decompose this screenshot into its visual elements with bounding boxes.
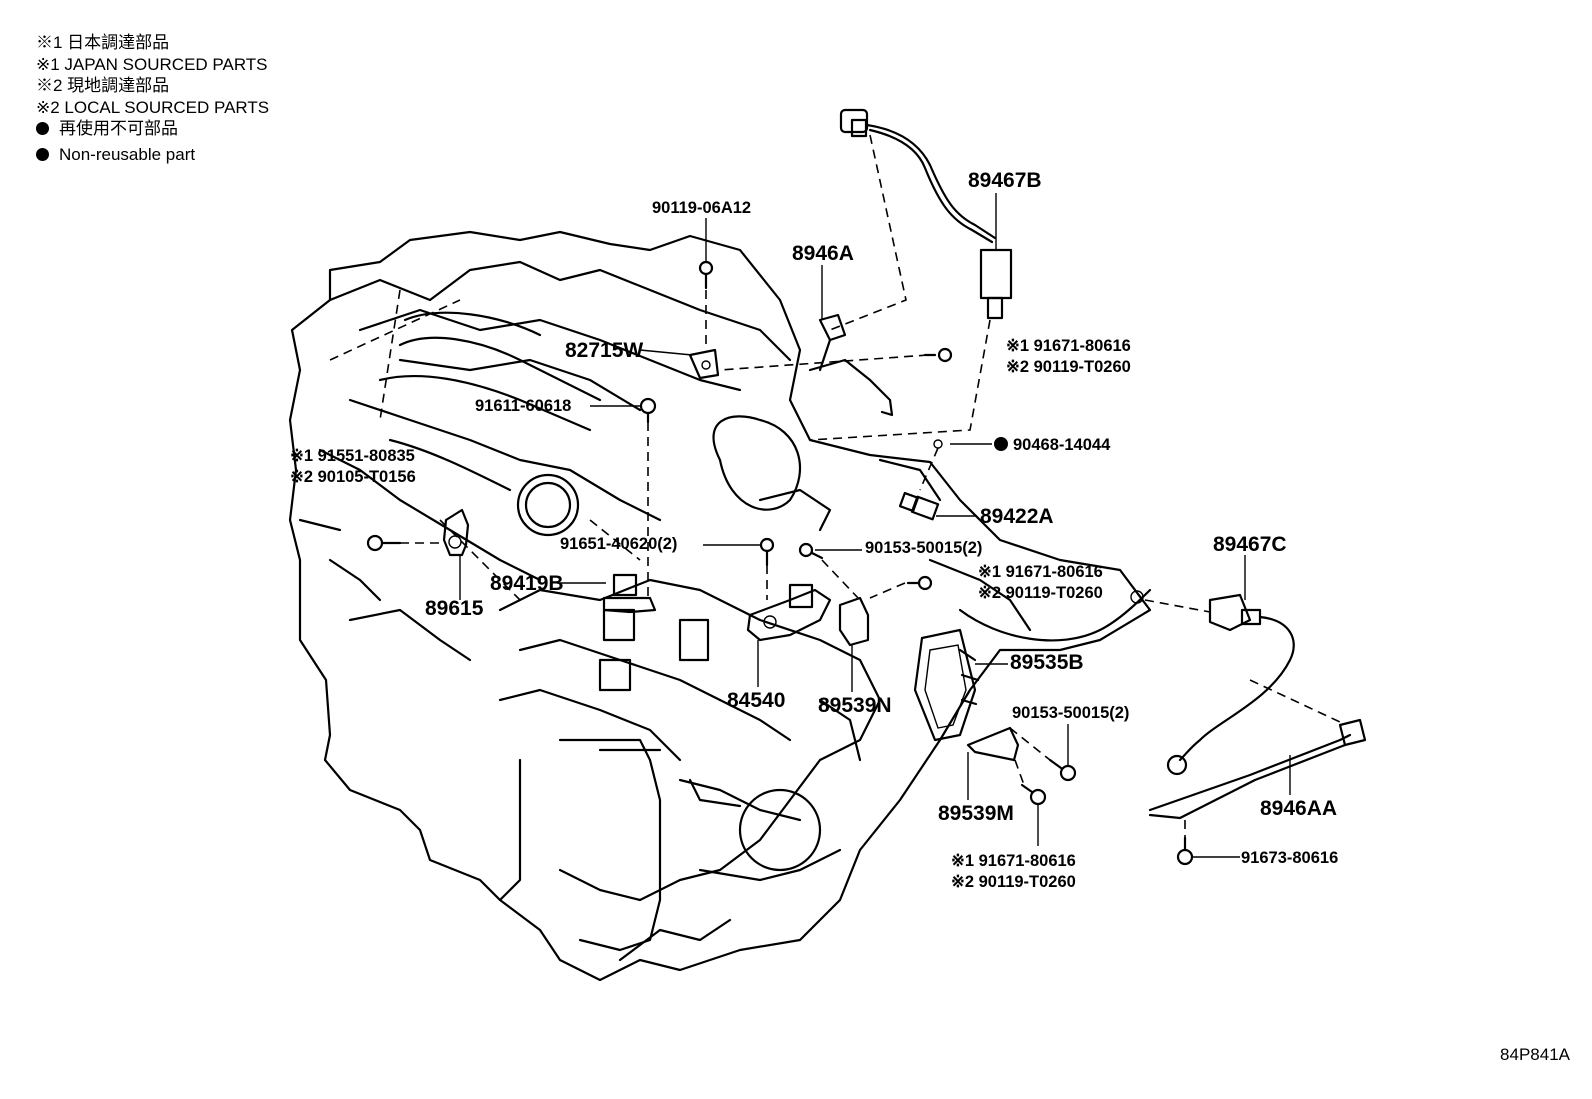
alt-part-label: ※2 90105-T0156 bbox=[290, 468, 416, 486]
dashed-reference-lines bbox=[400, 134, 1341, 838]
bullet-icon bbox=[36, 147, 49, 161]
bracket-8946aa-drawing bbox=[1148, 718, 1367, 820]
alt-part-label: ※2 90119-T0260 bbox=[1006, 358, 1131, 376]
bullet-icon bbox=[36, 122, 49, 135]
part-label-90153-50015-top: 90153-50015(2) bbox=[865, 539, 982, 557]
bolt-icon bbox=[906, 575, 933, 591]
part-label-82715w: 82715W bbox=[565, 339, 643, 362]
bolt-icon bbox=[798, 542, 824, 560]
part-label-89422a: 89422A bbox=[980, 505, 1054, 528]
bolt-icon bbox=[366, 534, 402, 552]
legend-local-jp: ※2 現地調達部品 bbox=[36, 76, 170, 95]
transmission-housing-drawing bbox=[288, 230, 1152, 982]
bolt-icon bbox=[698, 260, 714, 290]
part-label-91651-40620: 91651-40620(2) bbox=[560, 535, 677, 553]
bolt-icon bbox=[1176, 836, 1194, 866]
alt-part-label: ※1 91671-80616 bbox=[1006, 337, 1131, 355]
legend-nonreusable-en: Non-reusable part bbox=[59, 144, 196, 164]
leader-lines bbox=[459, 193, 1291, 858]
alt-part-label: ※1 91671-80616 bbox=[978, 563, 1103, 581]
bolt-icon bbox=[923, 347, 953, 363]
bracket-8946a-drawing bbox=[808, 313, 894, 417]
part-label-90468-14044: 90468-14044 bbox=[1013, 436, 1111, 454]
diagram-reference-code: 84P841A bbox=[1500, 1045, 1570, 1064]
bolt-icon bbox=[1048, 758, 1077, 782]
part-label-89467c: 89467C bbox=[1213, 533, 1287, 556]
legend-nonreusable-jp-row: 再使用不可部品 bbox=[36, 118, 269, 140]
gasket-icon bbox=[933, 439, 943, 449]
bracket-82715w-drawing bbox=[688, 348, 720, 380]
part-label-91673-80616: 91673-80616 bbox=[1241, 849, 1338, 867]
part-label-89467b: 89467B bbox=[968, 169, 1042, 192]
alt-part-label: ※1 91551-80835 bbox=[290, 447, 415, 465]
part-label-91611-60618: 91611-60618 bbox=[475, 397, 571, 415]
part-label-8946aa: 8946AA bbox=[1260, 797, 1337, 820]
bolt-icon bbox=[1020, 783, 1047, 806]
legend-local-en: ※2 LOCAL SOURCED PARTS bbox=[36, 97, 270, 117]
ecu-89535b-drawing bbox=[913, 628, 980, 742]
gasket-icon bbox=[1130, 590, 1144, 604]
part-label-89615: 89615 bbox=[425, 597, 484, 620]
switch-84540-drawing bbox=[746, 583, 832, 642]
part-labels: 89467B 8946A 90119-06A12 82715W 91611-60… bbox=[290, 169, 1338, 891]
part-label-89539m: 89539M bbox=[938, 802, 1014, 825]
alt-part-label: ※2 90119-T0260 bbox=[978, 584, 1103, 602]
bolt-icon bbox=[639, 397, 657, 424]
legend-nonreusable-en-row: Non-reusable part bbox=[36, 144, 269, 166]
legend-japan-en: ※1 JAPAN SOURCED PARTS bbox=[36, 54, 268, 74]
part-label-89419b: 89419B bbox=[490, 572, 564, 595]
bolt-icon bbox=[759, 537, 775, 567]
alt-part-label: ※1 91671-80616 bbox=[951, 852, 1076, 870]
legend-nonreusable-jp: 再使用不可部品 bbox=[59, 119, 178, 138]
part-label-89535b: 89535B bbox=[1010, 651, 1084, 674]
nonreusable-bullet-icon bbox=[994, 437, 1008, 451]
part-label-90153-50015-bottom: 90153-50015(2) bbox=[1012, 704, 1129, 722]
part-label-89539n: 89539N bbox=[818, 694, 892, 717]
part-label-90119-06a12: 90119-06A12 bbox=[652, 199, 751, 217]
part-label-8946a: 8946A bbox=[792, 242, 854, 265]
alt-part-label: ※2 90119-T0260 bbox=[951, 873, 1076, 891]
sensor-89419b-drawing bbox=[602, 573, 657, 642]
legend-japan-jp: ※1 日本調達部品 bbox=[36, 33, 170, 52]
bracket-89539m-drawing bbox=[966, 726, 1020, 762]
sensor-89467c-drawing bbox=[1166, 593, 1295, 776]
legend: ※1 日本調達部品 ※1 JAPAN SOURCED PARTS ※2 現地調達… bbox=[36, 32, 269, 165]
part-label-84540: 84540 bbox=[727, 689, 785, 712]
sensor-89422a-drawing bbox=[898, 491, 940, 521]
bracket-89539n-drawing bbox=[838, 596, 870, 647]
sensor-89467b-drawing bbox=[839, 108, 1013, 320]
